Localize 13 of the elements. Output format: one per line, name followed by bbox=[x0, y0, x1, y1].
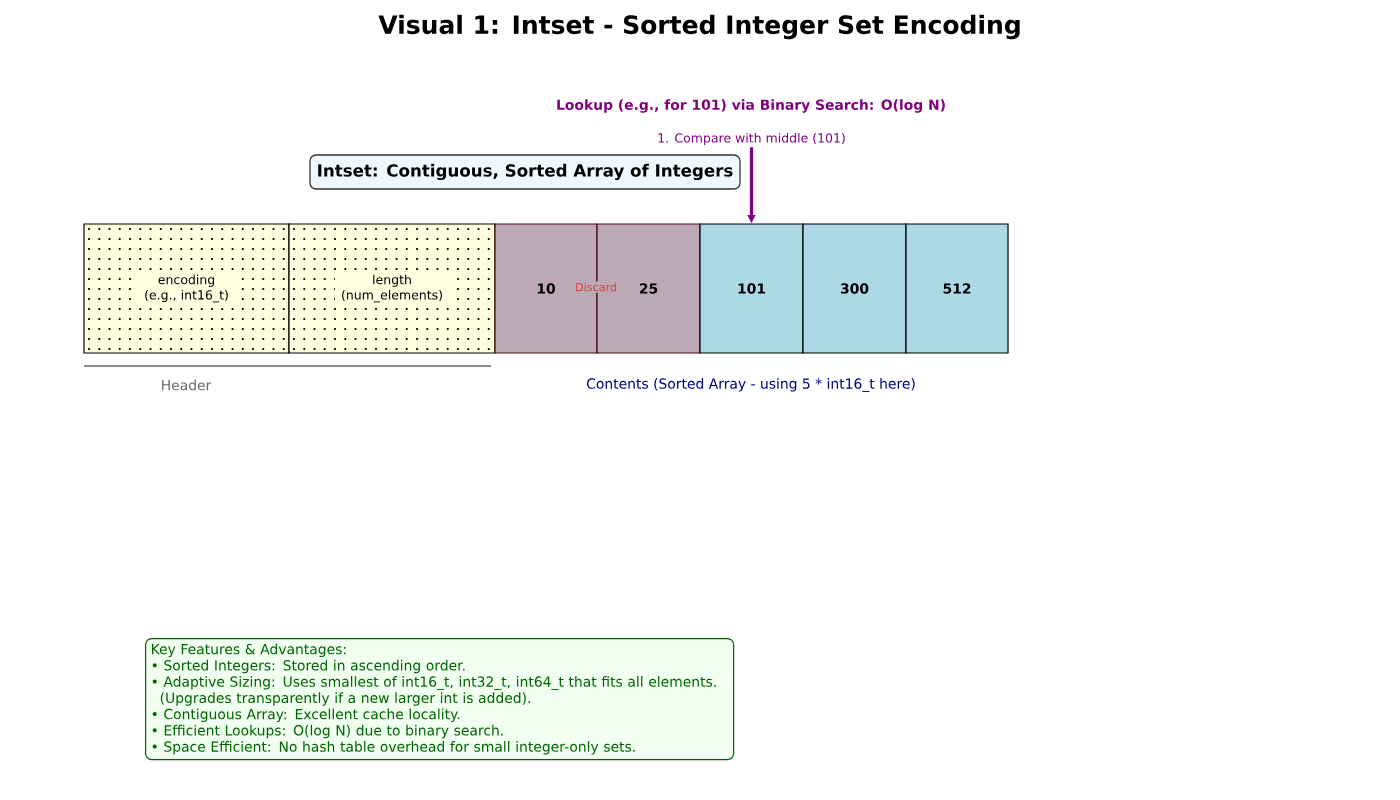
header-field-cell: encoding (e.g., int16_t) bbox=[83, 223, 290, 354]
section-label: Header bbox=[162, 379, 212, 391]
array-cell: 101 bbox=[699, 223, 804, 354]
array-cell: 512 bbox=[905, 223, 1009, 354]
annotation-text: Lookup (e.g., for 101) via Binary Search: O(log N) bbox=[557, 99, 945, 113]
step-label: 1. Compare with middle (101) bbox=[658, 132, 845, 146]
note-box: Key Features & Advantages: • Sorted Integers: Stored in ascending order. • Adaptive Sizing: Uses smallest of int16_t, int32_t, int64_t that fits all elements. (Upgrades transparently if a new larger int is added). • Contiguous Array: Excellent cache locality. • Efficient Lookups: O(log N) due to binary search. • Space Efficient: No hash table overhead for small integer-only sets. bbox=[145, 638, 735, 761]
callout-box: Intset: Contiguous, Sorted Array of Integers bbox=[309, 154, 741, 190]
array-cell: 300 bbox=[802, 223, 907, 354]
header-field-cell: length (num_elements) bbox=[288, 223, 496, 354]
title: Visual 1: Intset - Sorted Integer Set Encoding bbox=[378, 14, 1020, 40]
section-label: Contents (Sorted Array - using 5 * int16_t here) bbox=[586, 378, 915, 392]
annotation-text: Discard bbox=[573, 281, 619, 293]
